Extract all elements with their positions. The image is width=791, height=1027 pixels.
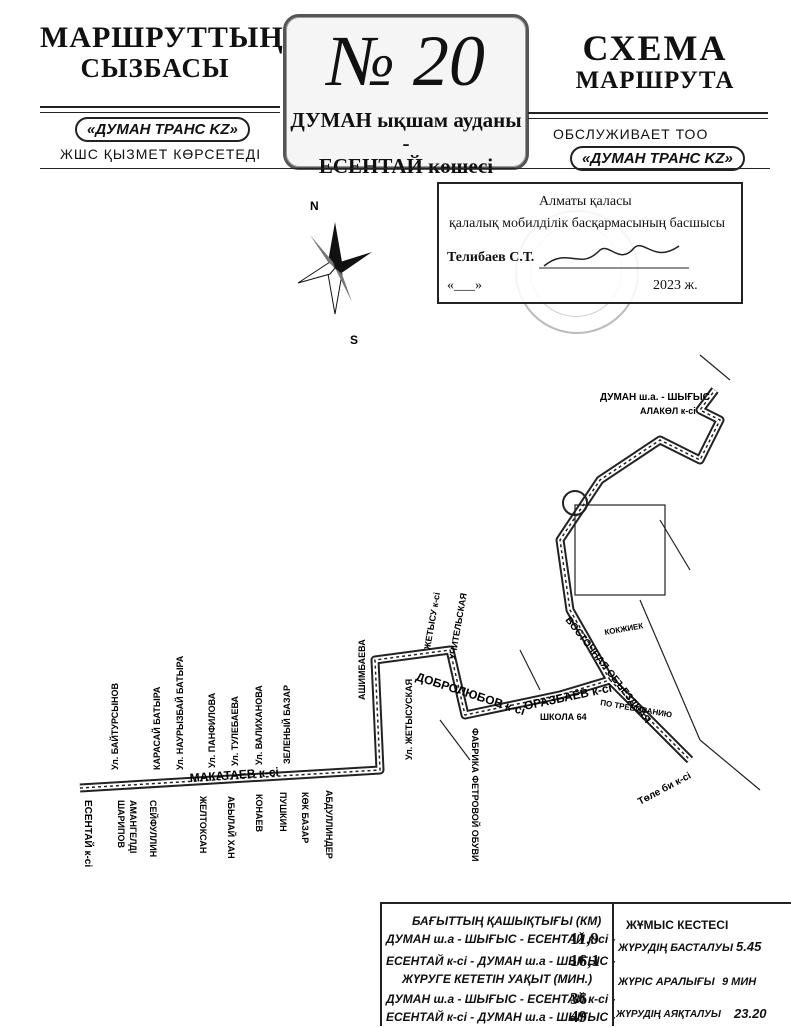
- compass-rose-icon: [297, 222, 372, 315]
- route-number: № 20: [327, 21, 485, 101]
- kz-title-line2: СЫЗБАСЫ: [80, 52, 230, 83]
- operator-oval-kz: «ДУМАН ТРАНС KZ»: [75, 117, 250, 142]
- approval-date-left: «___»: [447, 278, 482, 293]
- header-bottom-line: [40, 168, 770, 169]
- street-label-zhetysu: ЖЕТЫСУ к-сі: [422, 592, 442, 652]
- schedule-panel: ЖҰМЫС КЕСТЕСІ ЖҮРУДІҢ БАСТАЛУЫ 5.45 ЖҮРІ…: [612, 904, 791, 1026]
- ru-title-line1: СХЕМА: [582, 28, 728, 68]
- terminal-label-duman: ДУМАН ш.а. - ШЫҒЫС: [600, 392, 710, 403]
- stop-label-karasai: КАРАСАЙ БАТЫРА: [151, 686, 162, 770]
- stop-label-valikhanova: Ул. ВАЛИХАНОВА: [254, 685, 264, 765]
- time-row2-label: ЕСЕНТАЙ к-сі - ДУМАН ш.а - ШЫҒЫС -: [386, 1010, 616, 1024]
- street-label-kokzhiek: КОКЖИЕК: [604, 621, 644, 637]
- street-label-makataev: МАКАТАЕВ к-сі: [189, 765, 279, 785]
- stop-label-konaev: КОНАЕВ: [254, 794, 264, 832]
- route-info-panel: БАҒЫТТЫҢ ҚАШЫҚТЫҒЫ (КМ) ДУМАН ш.а - ШЫҒЫ…: [380, 902, 791, 1026]
- dist-row1-value: 11,9: [570, 929, 599, 948]
- dist-row2-label: ЕСЕНТАЙ к-сі - ДУМАН ш.а - ШЫҒЫС -: [386, 954, 616, 968]
- street-label-uchitelskaya: УЧИТЕЛЬСКАЯ: [447, 592, 469, 660]
- schedule-title: ЖҰМЫС КЕСТЕСІ: [626, 918, 729, 932]
- stop-label-panfilova: Ул. ПАНФИЛОВА: [207, 692, 217, 768]
- street-label-alakol: АЛАКӨЛ к-сі: [640, 406, 696, 416]
- signature-icon: [539, 245, 689, 269]
- ru-title: СХЕМА МАРШРУТА: [540, 28, 770, 94]
- interval-value: 9 МИН: [722, 976, 757, 988]
- dist-row1-label: ДУМАН ш.а - ШЫҒЫС - ЕСЕНТАЙ к-сі -: [386, 932, 616, 946]
- street-grid: [439, 354, 761, 791]
- end-value: 23.20: [734, 1006, 767, 1021]
- approval-stamp: Алматы қаласы қалалық мобилділік басқарм…: [437, 182, 743, 304]
- stop-label-nauryzbai: Ул. НАУРЫЗБАЙ БАТЫРА: [174, 655, 185, 770]
- interval-label: ЖҮРІС АРАЛЫҒЫ: [618, 976, 715, 988]
- stop-label-seifullin: СЕЙФУЛЛИН: [148, 800, 159, 857]
- dist-row2-value: 16,1: [570, 951, 600, 970]
- stop-label-amangeldi: АМАНГЕЛДІ: [128, 800, 138, 853]
- roundabout: [562, 490, 588, 516]
- divider-left-top-thin: [40, 112, 280, 113]
- distance-title: БАҒЫТТЫҢ ҚАШЫҚТЫҒЫ (КМ): [412, 914, 602, 928]
- street-label-ashimbaeva: АШИМБАЕВА: [357, 639, 367, 700]
- divider-right-top: [528, 112, 768, 114]
- stop-label-abdullinder: АБДУЛЛИНДЕР: [324, 790, 334, 859]
- divider-right-top-thin: [528, 118, 768, 119]
- stop-label-tulebaeva: Ул. ТУЛЕБАЕВА: [230, 695, 240, 766]
- street-label-tole-bi: Төле би к-сі: [636, 769, 694, 807]
- start-label: ЖҮРУДІҢ БАСТАЛУЫ: [618, 942, 733, 954]
- stop-label-kok-bazar: КӨК БАЗАР: [300, 792, 310, 843]
- stop-label-zheltoksan: ЖЕЛТОКСАН: [198, 795, 208, 853]
- time-row1-value: 36: [570, 989, 587, 1008]
- operator-oval-ru: «ДУМАН ТРАНС KZ»: [570, 146, 745, 171]
- stop-label-pushkin: ПУШКИН: [278, 792, 288, 832]
- approval-title: қалалық мобилділік басқармасының басшысы: [449, 216, 726, 231]
- ru-title-line2: МАРШРУТА: [575, 66, 735, 94]
- divider-left-top: [40, 106, 280, 108]
- route-name-line2: ЕСЕНТАЙ көшесі: [318, 154, 494, 179]
- route-badge: № 20 ДУМАН ықшам ауданы - ЕСЕНТАЙ көшесі: [283, 14, 529, 178]
- time-row1-label: ДУМАН ш.а - ШЫҒЫС - ЕСЕНТАЙ к-сі -: [386, 992, 616, 1006]
- route-name: ДУМАН ықшам ауданы - ЕСЕНТАЙ көшесі: [286, 108, 526, 179]
- street-label-zhetysuskaya: Ул. ЖЕТЫСУСКАЯ: [404, 679, 414, 760]
- kz-title-line1: МАРШРУТТЫҢ: [40, 21, 284, 54]
- approval-name: Телибаев С.Т.: [447, 250, 535, 265]
- approval-city: Алматы қаласы: [539, 194, 632, 209]
- approval-date-right: 2023 ж.: [653, 278, 698, 293]
- kz-title: МАРШРУТТЫҢ СЫЗБАСЫ: [40, 21, 284, 83]
- stop-label-baitursynov: Ул. БАЙТУРСЫНОВ: [109, 682, 120, 770]
- route-map: N S МАКАТАЕВ к-сі ДОБРОЛЮБОВ к-сі ОРАЗБА…: [79, 199, 761, 867]
- compass-north-label: N: [310, 199, 319, 213]
- stop-label-abylai-khan: АБЫЛАЙ ХАН: [226, 796, 237, 859]
- stop-label-school64: ШКОЛА 64: [540, 712, 587, 722]
- street-label-fabrika: ФАБРИКА ФЕТРОВОЙ ОБУВИ: [470, 728, 481, 862]
- stop-label-sharipov: ШАРИПОВ: [116, 800, 126, 848]
- start-value: 5.45: [736, 939, 762, 954]
- route-name-line1: ДУМАН ықшам ауданы -: [290, 108, 522, 156]
- street-label-esentai: ЕСЕНТАЙ к-сі: [82, 800, 95, 867]
- time-title: ЖҮРУГЕ КЕТЕТІН УАҚЫТ (МИН.): [402, 972, 593, 986]
- street-label-orazbaev: ОРАЗБАЕВ к-сі: [523, 681, 613, 713]
- compass-south-label: S: [350, 333, 358, 347]
- time-row2-value: 49: [570, 1007, 587, 1026]
- operator-text-kz: ЖШС ҚЫЗМЕТ КӨРСЕТЕДІ: [60, 146, 262, 162]
- stop-label-zeleny-bazar: ЗЕЛЕНЫЙ БАЗАР: [281, 685, 292, 764]
- end-label: ЖҮРУДІҢ АЯҚТАЛУЫ: [616, 1009, 721, 1020]
- operator-text-ru: ОБСЛУЖИВАЕТ ТОО: [553, 126, 709, 142]
